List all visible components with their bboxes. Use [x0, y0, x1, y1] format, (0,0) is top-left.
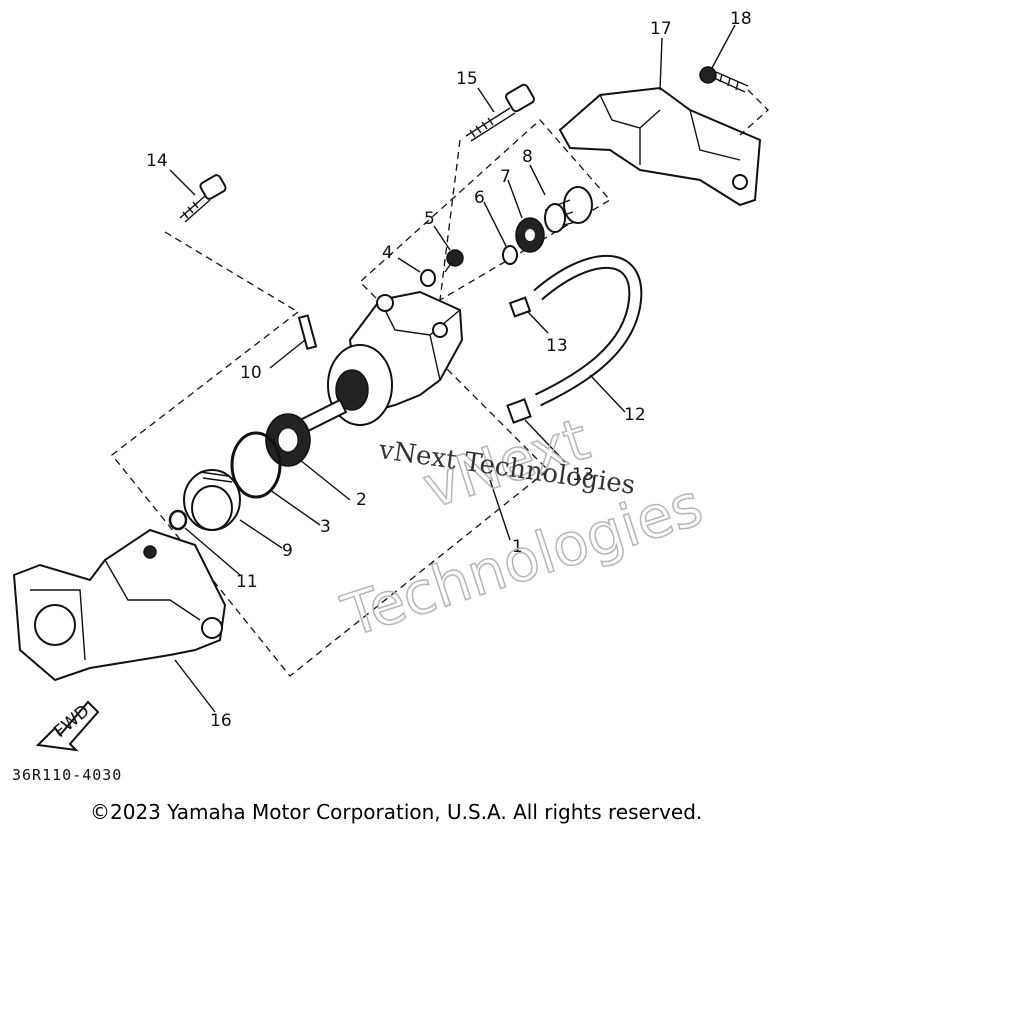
part-label-6: 6	[474, 188, 485, 208]
part-label-4: 4	[382, 243, 393, 263]
part-label-10: 10	[240, 363, 262, 383]
part-label-11: 11	[236, 572, 258, 592]
part-label-5: 5	[424, 209, 435, 229]
leader-lines	[169, 24, 736, 713]
bolt-14-icon	[179, 174, 227, 223]
fwd-arrow-icon	[35, 700, 100, 752]
screw-guide-line	[739, 89, 769, 136]
part-label-3: 3	[320, 517, 331, 537]
washer-4-icon	[420, 269, 436, 287]
part-label-14: 14	[146, 151, 168, 171]
part-label-8: 8	[522, 147, 533, 167]
part-label-18: 18	[730, 9, 752, 29]
circlip-11-icon	[168, 509, 188, 531]
bearing-7-icon	[515, 217, 545, 253]
bolt-15-icon	[465, 83, 535, 142]
part-label-17: 17	[650, 19, 672, 39]
fitting-13b-icon	[506, 398, 532, 424]
watermark-logo-word2: Technologies	[334, 470, 710, 650]
plug-8-icon	[544, 186, 593, 233]
part-label-7: 7	[500, 167, 511, 187]
assembly-dashed-outline	[111, 119, 612, 677]
copyright-notice: ©2023 Yamaha Motor Corporation, U.S.A. A…	[90, 800, 703, 824]
part-label-13a: 13	[546, 336, 568, 356]
o-ring-3-icon	[230, 431, 282, 499]
pin-10-icon	[297, 314, 318, 350]
part-label-12: 12	[624, 405, 646, 425]
part-label-1: 1	[512, 537, 523, 557]
part-label-9: 9	[282, 541, 293, 561]
part-label-15: 15	[456, 69, 478, 89]
watermark: vNext Technologies vNext Technologies	[333, 404, 711, 651]
part-label-2: 2	[356, 490, 367, 510]
bracket-17-icon	[558, 86, 762, 207]
screw-5-icon	[444, 249, 464, 273]
diagram-code: 36R110-4030	[12, 766, 123, 784]
washer-6-icon	[502, 245, 518, 265]
part-label-16: 16	[210, 711, 232, 731]
housing-16-icon	[12, 528, 227, 682]
pump-body-1-icon	[298, 290, 464, 434]
part-label-13b: 13	[572, 465, 594, 485]
screw-18-icon	[699, 66, 749, 93]
fitting-13a-icon	[508, 296, 532, 318]
bolt-guide-line	[439, 139, 461, 301]
gear-9-icon	[183, 469, 241, 531]
